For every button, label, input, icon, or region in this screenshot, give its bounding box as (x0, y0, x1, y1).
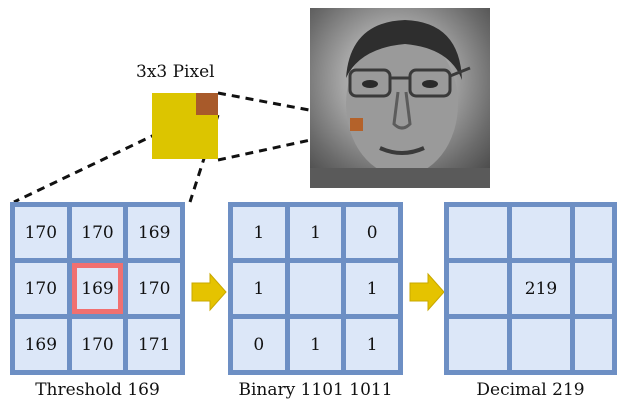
grid-cell: 1 (346, 263, 398, 314)
selected-pixel (196, 93, 218, 115)
grid-cell (449, 263, 507, 314)
grid-cell: 171 (128, 319, 180, 370)
threshold-caption: Threshold 169 (35, 380, 160, 400)
grid-cell: 1 (346, 319, 398, 370)
center-cell-highlighted: 169 (71, 263, 124, 314)
grid-cell: 169 (128, 207, 180, 258)
grid-cell: 0 (346, 207, 398, 258)
grid-cell (575, 263, 612, 314)
decimal-grid: 219 (444, 202, 617, 375)
threshold-grid: 170 170 169 170 169 170 169 170 171 (10, 202, 185, 375)
arrow-right-icon (409, 272, 445, 312)
decimal-caption: Decimal 219 (476, 380, 585, 400)
grid-cell: 1 (289, 207, 342, 258)
grid-cell: 170 (15, 207, 67, 258)
grid-cell: 219 (512, 263, 570, 314)
grid-cell: 170 (128, 263, 180, 314)
grid-cell: 1 (233, 263, 285, 314)
grid-cell: 170 (15, 263, 67, 314)
binary-grid: 1 1 0 1 1 0 1 1 (228, 202, 403, 375)
grid-cell (575, 319, 612, 370)
grid-cell: 169 (15, 319, 67, 370)
pixel-region-label: 3x3 Pixel (136, 62, 215, 82)
face-photo (310, 8, 490, 188)
grid-cell: 0 (233, 319, 285, 370)
grid-cell (449, 319, 507, 370)
binary-caption: Binary 1101 1011 (238, 380, 393, 400)
grid-cell: 170 (71, 207, 124, 258)
grid-cell (512, 319, 570, 370)
grid-cell: 170 (71, 319, 124, 370)
grid-cell (449, 207, 507, 258)
grid-cell: 1 (289, 319, 342, 370)
face-pixel-marker (350, 118, 363, 131)
grid-cell (575, 207, 612, 258)
grid-cell: 1 (233, 207, 285, 258)
face-illustration (310, 20, 490, 188)
grid-cell (289, 263, 342, 314)
arrow-right-icon (191, 272, 227, 312)
grid-cell (512, 207, 570, 258)
